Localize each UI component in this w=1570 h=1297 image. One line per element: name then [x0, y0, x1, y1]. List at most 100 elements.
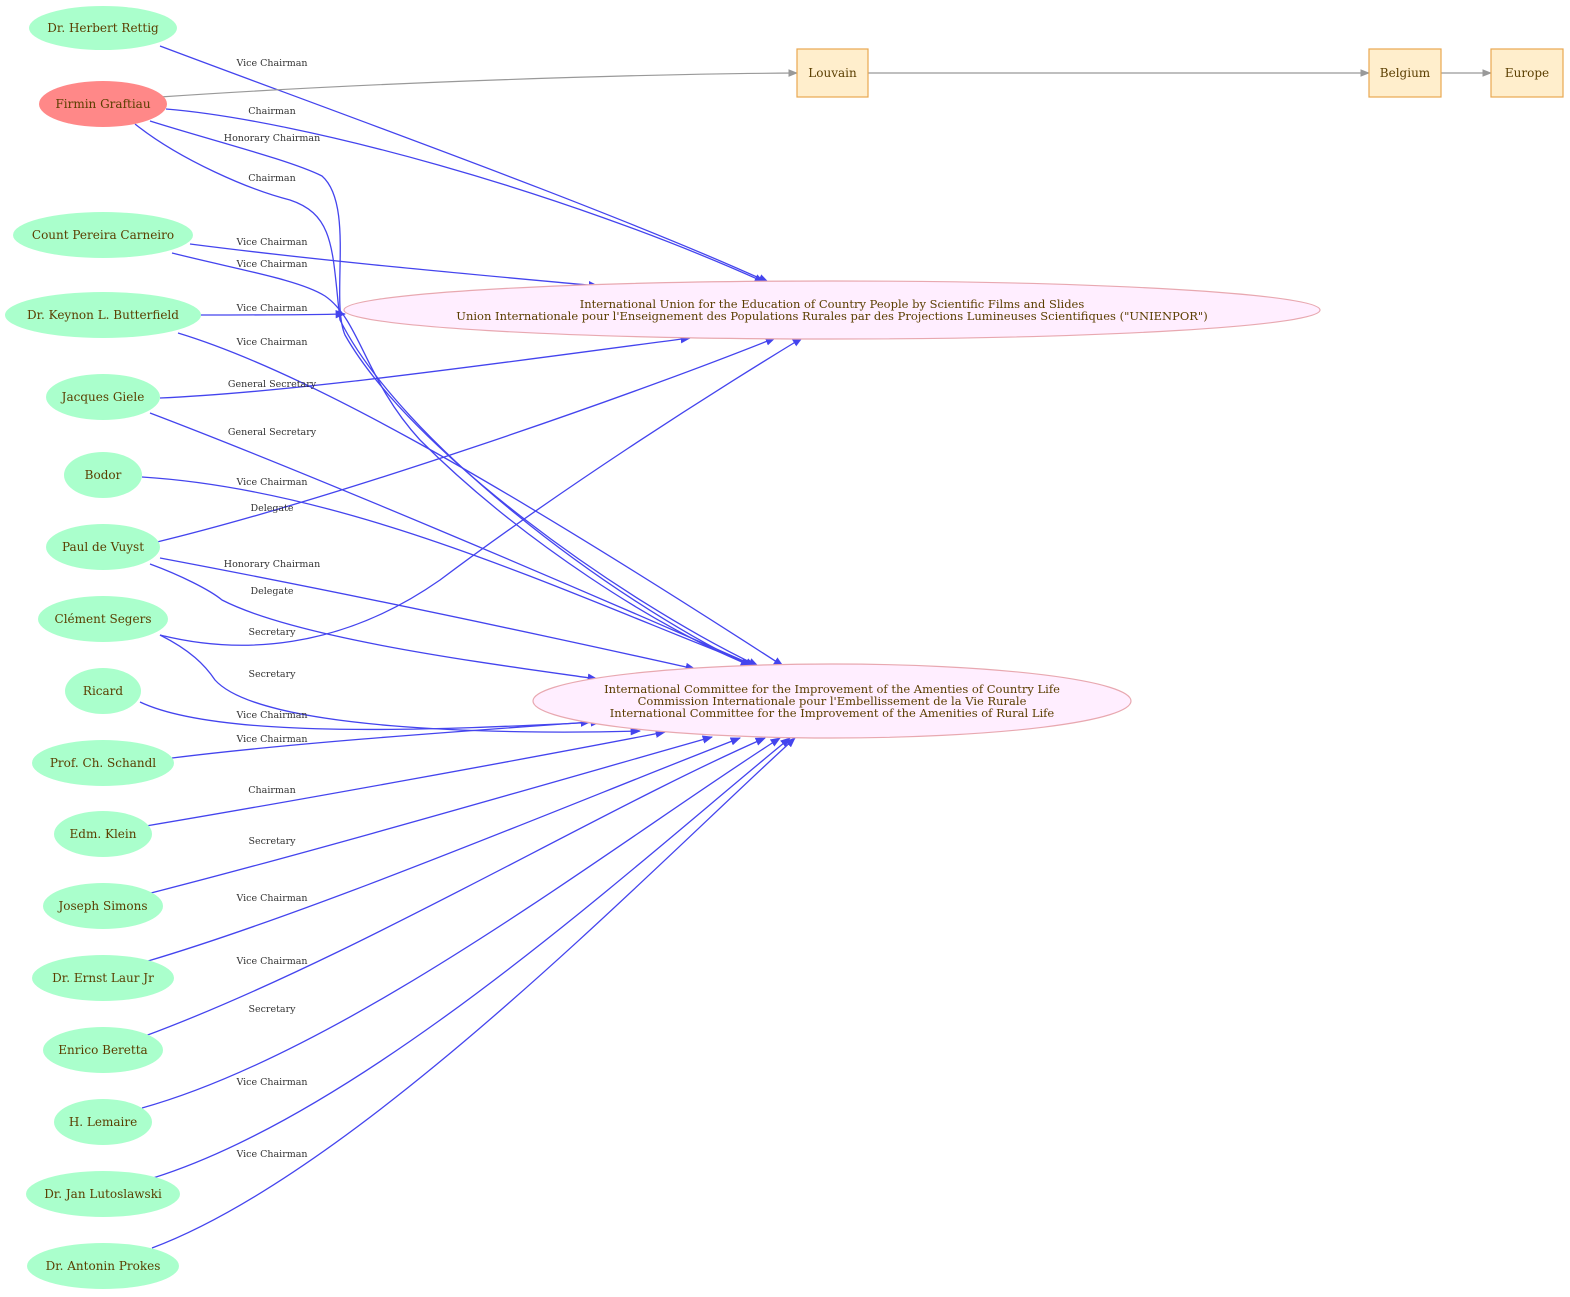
person-ellipse [26, 1171, 180, 1217]
person-ellipse [32, 955, 174, 1001]
edge-laur-to-amenities [147, 737, 741, 962]
place-box [1368, 48, 1442, 98]
person-node-graftiau[interactable]: Firmin Graftiau [39, 81, 167, 127]
person-label: Prof. Ch. Schandl [50, 756, 156, 770]
person-label: Joseph Simons [56, 899, 147, 913]
person-node-beretta[interactable]: Enrico Beretta [43, 1027, 163, 1073]
edge-graftiau-to-amenities [149, 120, 759, 667]
edge-giele-to-amenities [149, 412, 756, 667]
person-node-segers[interactable]: Clément Segers [38, 596, 168, 642]
person-node-laur[interactable]: Dr. Ernst Laur Jr [32, 955, 174, 1001]
place-node-europe[interactable]: Europe [1490, 48, 1564, 98]
org-label-line: International Union for the Education of… [580, 297, 1085, 311]
person-node-bodor[interactable]: Bodor [64, 452, 142, 498]
person-ellipse [38, 596, 168, 642]
person-ellipse [32, 740, 174, 786]
person-node-lutoslawski[interactable]: Dr. Jan Lutoslawski [26, 1171, 180, 1217]
edge-label: Vice Chairman [235, 259, 307, 270]
person-label: Dr. Antonin Prokes [46, 1259, 161, 1273]
edge-label: General Secretary [228, 379, 317, 390]
person-node-giele[interactable]: Jacques Giele [46, 374, 160, 420]
edge-label: Vice Chairman [235, 477, 307, 488]
place-label: Belgium [1380, 66, 1431, 80]
edge-label: Vice Chairman [235, 58, 307, 69]
person-ellipse [46, 374, 160, 420]
person-node-rettig[interactable]: Dr. Herbert Rettig [29, 6, 177, 50]
place-node-belgium[interactable]: Belgium [1368, 48, 1442, 98]
edge-label: Honorary Chairman [224, 133, 320, 144]
org-label-line: International Committee for the Improvem… [610, 706, 1055, 720]
edge-beretta-to-amenities [144, 737, 766, 1037]
person-node-vuyst[interactable]: Paul de Vuyst [46, 524, 160, 570]
person-node-lemaire[interactable]: H. Lemaire [54, 1099, 152, 1145]
org-label-line: Commission Internationale pour l'Embelli… [638, 694, 1027, 708]
edge-label: Delegate [250, 586, 293, 597]
person-ellipse [54, 811, 152, 857]
person-node-ricard[interactable]: Ricard [65, 668, 141, 714]
person-ellipse [29, 6, 177, 50]
person-ellipse [54, 1099, 152, 1145]
person-node-prokes[interactable]: Dr. Antonin Prokes [27, 1243, 179, 1289]
edge-segers-to-unienpor [159, 337, 803, 646]
person-label: Dr. Jan Lutoslawski [44, 1187, 162, 1201]
org-ellipse [532, 663, 1132, 739]
edge-label: Delegate [250, 503, 293, 514]
edge-carneiro-to-amenities [171, 252, 753, 667]
edge-label: Vice Chairman [235, 303, 307, 314]
place-label: Europe [1505, 66, 1549, 80]
edge-carneiro-to-unienpor [189, 243, 600, 290]
person-ellipse [27, 1243, 179, 1289]
edge-graftiau-to-amenities [134, 123, 751, 667]
edges-layer [134, 45, 1492, 1249]
edge-lutoslawski-to-amenities [152, 737, 791, 1179]
edge-label: Vice Chairman [235, 956, 307, 967]
edge-giele-to-unienpor [159, 335, 692, 399]
edge-butterfield-to-amenities [177, 332, 784, 667]
org-label-line: Union Internationale pour l'Enseignement… [456, 309, 1207, 323]
person-label: Edm. Klein [70, 827, 137, 841]
edge-label: General Secretary [228, 427, 317, 438]
person-ellipse [13, 212, 193, 258]
org-node-amenities[interactable]: International Committee for the Improvem… [532, 663, 1132, 739]
edge-lemaire-to-amenities [141, 737, 781, 1109]
person-node-carneiro[interactable]: Count Pereira Carneiro [13, 212, 193, 258]
person-node-schandl[interactable]: Prof. Ch. Schandl [32, 740, 174, 786]
edge-label: Honorary Chairman [224, 559, 320, 570]
edge-label: Vice Chairman [235, 893, 307, 904]
place-box [1490, 48, 1564, 98]
edge-schandl-to-amenities [171, 718, 592, 759]
edge-ricard-to-amenities [139, 701, 602, 731]
edge-prokes-to-amenities [151, 737, 796, 1249]
person-node-butterfield[interactable]: Dr. Keynon L. Butterfield [5, 292, 201, 338]
edge-klein-to-amenities [145, 729, 667, 827]
person-label: Paul de Vuyst [62, 540, 144, 554]
person-node-simons[interactable]: Joseph Simons [43, 883, 163, 929]
org-node-unienpor[interactable]: International Union for the Education of… [343, 280, 1321, 340]
person-ellipse [5, 292, 201, 338]
edge-label: Vice Chairman [235, 1077, 307, 1088]
edge-butterfield-to-unienpor [199, 310, 347, 319]
person-label: Dr. Keynon L. Butterfield [27, 308, 179, 322]
edge-simons-to-amenities [146, 735, 714, 895]
person-label: Dr. Ernst Laur Jr [52, 971, 154, 985]
person-label: H. Lemaire [69, 1115, 137, 1129]
edge-label: Secretary [248, 627, 296, 638]
edge-graftiau-to-louvain [159, 69, 798, 98]
person-label: Ricard [83, 684, 123, 698]
edge-label: Chairman [248, 106, 295, 117]
person-label: Bodor [85, 468, 122, 482]
edge-label: Chairman [248, 785, 295, 796]
edge-label: Vice Chairman [235, 710, 307, 721]
person-label: Clément Segers [55, 612, 152, 626]
place-node-louvain[interactable]: Louvain [796, 48, 869, 98]
edge-rettig-to-unienpor [159, 45, 769, 283]
org-ellipse [343, 280, 1321, 340]
person-ellipse [43, 1027, 163, 1073]
person-label: Jacques Giele [60, 390, 145, 404]
place-label: Louvain [808, 66, 857, 80]
edge-bodor-to-amenities [141, 476, 756, 667]
person-node-klein[interactable]: Edm. Klein [54, 811, 152, 857]
